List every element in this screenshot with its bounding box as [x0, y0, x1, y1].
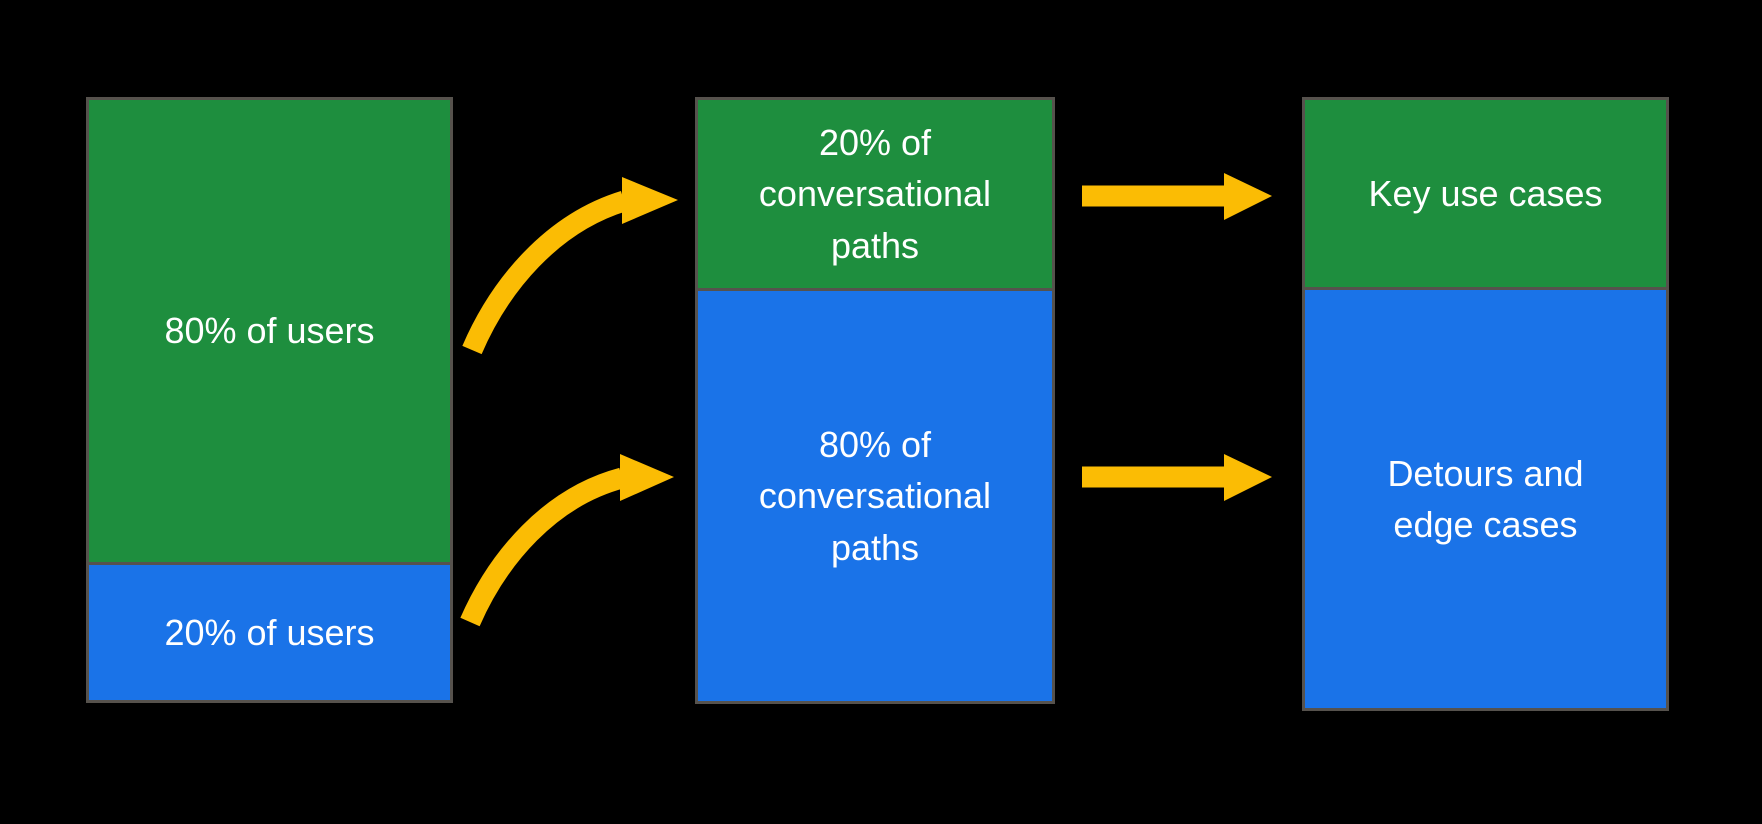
arrowhead-icon: [620, 454, 674, 501]
segment-label: Key use cases: [1368, 172, 1603, 214]
arrowhead-icon: [1224, 173, 1272, 220]
segment-key-use-cases: Key use cases: [1305, 100, 1666, 290]
segment-label: 20% of conversational paths: [758, 122, 992, 266]
arrowhead-icon: [1224, 454, 1272, 501]
segment-label: Detours and edge cases: [1387, 452, 1584, 545]
curved-arrow-users20-to-paths80: [460, 454, 674, 627]
segment-label: 20% of users: [164, 611, 375, 653]
arrowhead-icon: [622, 177, 678, 224]
segment-label: 80% of conversational paths: [758, 424, 992, 568]
segment-detours-edge-cases: Detours and edge cases: [1305, 290, 1666, 708]
segment-paths-20: 20% of conversational paths: [698, 100, 1052, 291]
segment-paths-80: 80% of conversational paths: [698, 291, 1052, 701]
segment-users-80: 80% of users: [89, 100, 450, 565]
bar-users: 80% of users 20% of users: [86, 97, 453, 703]
bar-outcomes: Key use cases Detours and edge cases: [1302, 97, 1669, 711]
segment-users-20: 20% of users: [89, 565, 450, 700]
segment-label: 80% of users: [164, 310, 375, 352]
bar-conversational-paths: 20% of conversational paths 80% of conve…: [695, 97, 1055, 704]
straight-arrow-paths20-to-key-use-cases: [1082, 173, 1272, 220]
straight-arrow-paths80-to-detours: [1082, 454, 1272, 501]
curved-arrow-users80-to-paths20: [462, 177, 678, 355]
